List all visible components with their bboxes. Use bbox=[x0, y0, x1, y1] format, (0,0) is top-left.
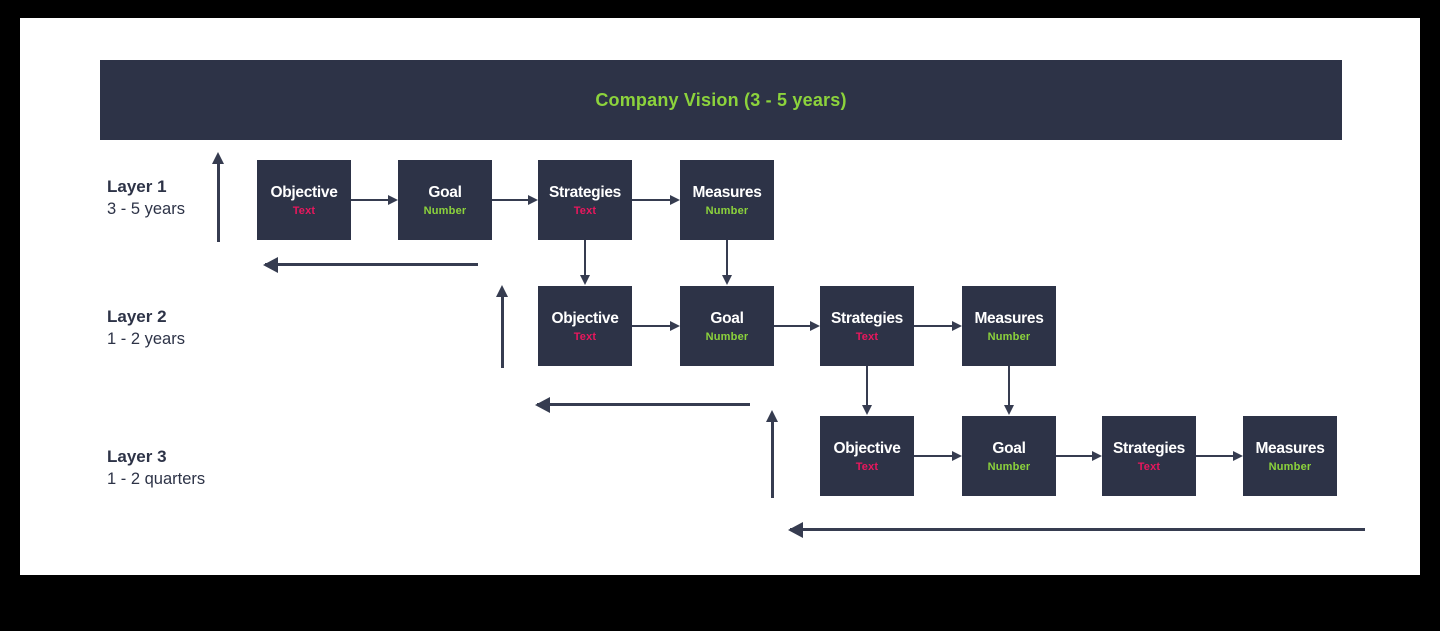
layer2-strategies-box: Strategies Text bbox=[820, 286, 914, 366]
company-vision-title: Company Vision (3 - 5 years) bbox=[595, 89, 847, 110]
layer1-strategies-title: Strategies bbox=[549, 183, 621, 201]
layer2-measures-box: Measures Number bbox=[962, 286, 1056, 366]
l3-strategies-to-measures-arrow bbox=[1196, 455, 1234, 457]
layer1-measures-box: Measures Number bbox=[680, 160, 774, 240]
l3-feedback-up-arrow bbox=[771, 421, 774, 498]
layer2-strategies-subtitle: Text bbox=[855, 330, 879, 343]
layer2-objective-box: Objective Text bbox=[538, 286, 632, 366]
layer1-objective-box: Objective Text bbox=[257, 160, 351, 240]
l3-objective-to-goal-arrow bbox=[914, 455, 953, 457]
l3-goal-to-strategies-arrow bbox=[1056, 455, 1093, 457]
diagram-canvas: Company Vision (3 - 5 years) Layer 1 3 -… bbox=[20, 18, 1420, 575]
l2-objective-to-goal-arrow bbox=[632, 325, 671, 327]
layer3-measures-title: Measures bbox=[1255, 439, 1325, 457]
l3-backward-arrow bbox=[790, 528, 1365, 531]
layer2-goal-title: Goal bbox=[710, 309, 744, 327]
layer2-name: Layer 2 bbox=[107, 307, 167, 326]
l2-backward-arrow bbox=[537, 403, 750, 406]
l1-feedback-up-arrow bbox=[217, 163, 220, 242]
l1-goal-to-strategies-arrow bbox=[492, 199, 529, 201]
company-vision-banner: Company Vision (3 - 5 years) bbox=[100, 60, 1342, 140]
layer1-label: Layer 1 3 - 5 years bbox=[107, 176, 185, 220]
layer2-objective-subtitle: Text bbox=[573, 330, 597, 343]
layer2-timeframe: 1 - 2 years bbox=[107, 330, 185, 348]
layer1-goal-title: Goal bbox=[428, 183, 462, 201]
layer3-strategies-title: Strategies bbox=[1113, 439, 1185, 457]
l2-feedback-up-arrow bbox=[501, 296, 504, 368]
layer3-strategies-box: Strategies Text bbox=[1102, 416, 1196, 496]
l2-goal-to-strategies-arrow bbox=[774, 325, 811, 327]
layer2-label: Layer 2 1 - 2 years bbox=[107, 306, 185, 350]
layer2-strategies-title: Strategies bbox=[831, 309, 903, 327]
layer1-goal-box: Goal Number bbox=[398, 160, 492, 240]
layer3-goal-subtitle: Number bbox=[987, 460, 1031, 473]
layer3-objective-subtitle: Text bbox=[855, 460, 879, 473]
l2-strategies-to-measures-arrow bbox=[914, 325, 953, 327]
l2-measures-to-l3-goal-arrow bbox=[1008, 366, 1010, 406]
layer2-measures-subtitle: Number bbox=[987, 330, 1031, 343]
layer2-goal-subtitle: Number bbox=[705, 330, 749, 343]
l1-backward-arrow bbox=[265, 263, 478, 266]
l1-strategies-to-measures-arrow bbox=[632, 199, 671, 201]
layer1-name: Layer 1 bbox=[107, 177, 167, 196]
l1-measures-to-l2-goal-arrow bbox=[726, 240, 728, 276]
layer1-objective-title: Objective bbox=[270, 183, 338, 201]
layer1-goal-subtitle: Number bbox=[423, 204, 467, 217]
layer3-timeframe: 1 - 2 quarters bbox=[107, 470, 206, 488]
layer2-objective-title: Objective bbox=[551, 309, 619, 327]
layer1-timeframe: 3 - 5 years bbox=[107, 200, 185, 218]
layer1-measures-subtitle: Number bbox=[705, 204, 749, 217]
l2-strategies-to-l3-objective-arrow bbox=[866, 366, 868, 406]
layer3-goal-box: Goal Number bbox=[962, 416, 1056, 496]
layer3-objective-box: Objective Text bbox=[820, 416, 914, 496]
layer3-strategies-subtitle: Text bbox=[1137, 460, 1161, 473]
layer3-name: Layer 3 bbox=[107, 447, 167, 466]
layer2-measures-title: Measures bbox=[974, 309, 1044, 327]
layer1-strategies-box: Strategies Text bbox=[538, 160, 632, 240]
layer1-objective-subtitle: Text bbox=[292, 204, 316, 217]
layer1-measures-title: Measures bbox=[692, 183, 762, 201]
layer2-goal-box: Goal Number bbox=[680, 286, 774, 366]
layer3-goal-title: Goal bbox=[992, 439, 1026, 457]
layer3-objective-title: Objective bbox=[833, 439, 901, 457]
layer3-measures-subtitle: Number bbox=[1268, 460, 1312, 473]
layer1-strategies-subtitle: Text bbox=[573, 204, 597, 217]
layer3-label: Layer 3 1 - 2 quarters bbox=[107, 446, 205, 490]
l1-strategies-to-l2-objective-arrow bbox=[584, 240, 586, 276]
l1-objective-to-goal-arrow bbox=[351, 199, 389, 201]
layer3-measures-box: Measures Number bbox=[1243, 416, 1337, 496]
